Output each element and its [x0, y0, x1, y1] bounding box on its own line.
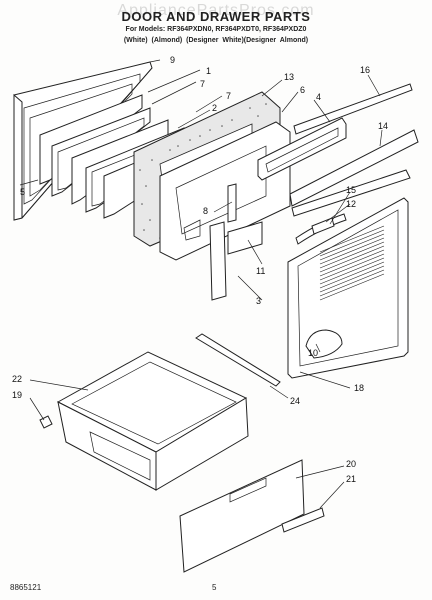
drawer-body — [56, 351, 249, 491]
model-variants: (White) (Almond) (Designer White)(Design… — [123, 37, 309, 44]
outer-door-panel — [287, 197, 409, 379]
callout-22: 22 — [12, 374, 22, 384]
callout-3: 3 — [256, 296, 261, 306]
callout-12: 12 — [346, 199, 356, 209]
callout-8: 8 — [203, 206, 208, 216]
door-handle — [295, 213, 347, 245]
callout-11: 11 — [256, 266, 265, 276]
drawer-glide — [39, 415, 53, 429]
callout-15: 15 — [346, 185, 356, 195]
callout-2: 2 — [212, 103, 217, 113]
callout-13: 13 — [284, 72, 294, 82]
leader-lines — [19, 59, 383, 509]
callout-21: 21 — [346, 474, 356, 484]
model-list: For Models: RF364PXDN0, RF364PXDT0, RF36… — [125, 26, 307, 33]
page-title: DOOR AND DRAWER PARTS — [121, 9, 311, 24]
callout-6: 6 — [300, 85, 305, 95]
door-seal-strips — [209, 183, 263, 301]
inner-door-liner — [159, 121, 291, 261]
callout-5: 5 — [20, 187, 25, 197]
door-trim-strips — [289, 83, 419, 217]
callout-numbers: 9 1 7 2 7 13 6 4 16 14 5 15 12 8 11 3 10… — [12, 55, 388, 484]
callout-4: 4 — [316, 92, 321, 102]
drawer-rail — [195, 333, 281, 387]
callout-19: 19 — [12, 390, 22, 400]
callout-16: 16 — [360, 65, 370, 75]
page-number: 5 — [212, 583, 217, 592]
callout-14: 14 — [378, 121, 388, 131]
callout-10: 10 — [308, 348, 318, 358]
document-number: 8865121 — [10, 583, 42, 592]
callout-24: 24 — [290, 396, 300, 406]
drawer-front-panel — [179, 459, 325, 573]
watermark: AppliancePartsPros.com — [117, 2, 315, 19]
callout-9: 9 — [170, 55, 175, 65]
door-window-glass — [257, 117, 347, 181]
callout-7-upper: 7 — [200, 79, 205, 89]
callout-7-lower: 7 — [226, 91, 231, 101]
callout-1: 1 — [206, 66, 211, 76]
callout-20: 20 — [346, 459, 356, 469]
callout-18: 18 — [354, 383, 364, 393]
